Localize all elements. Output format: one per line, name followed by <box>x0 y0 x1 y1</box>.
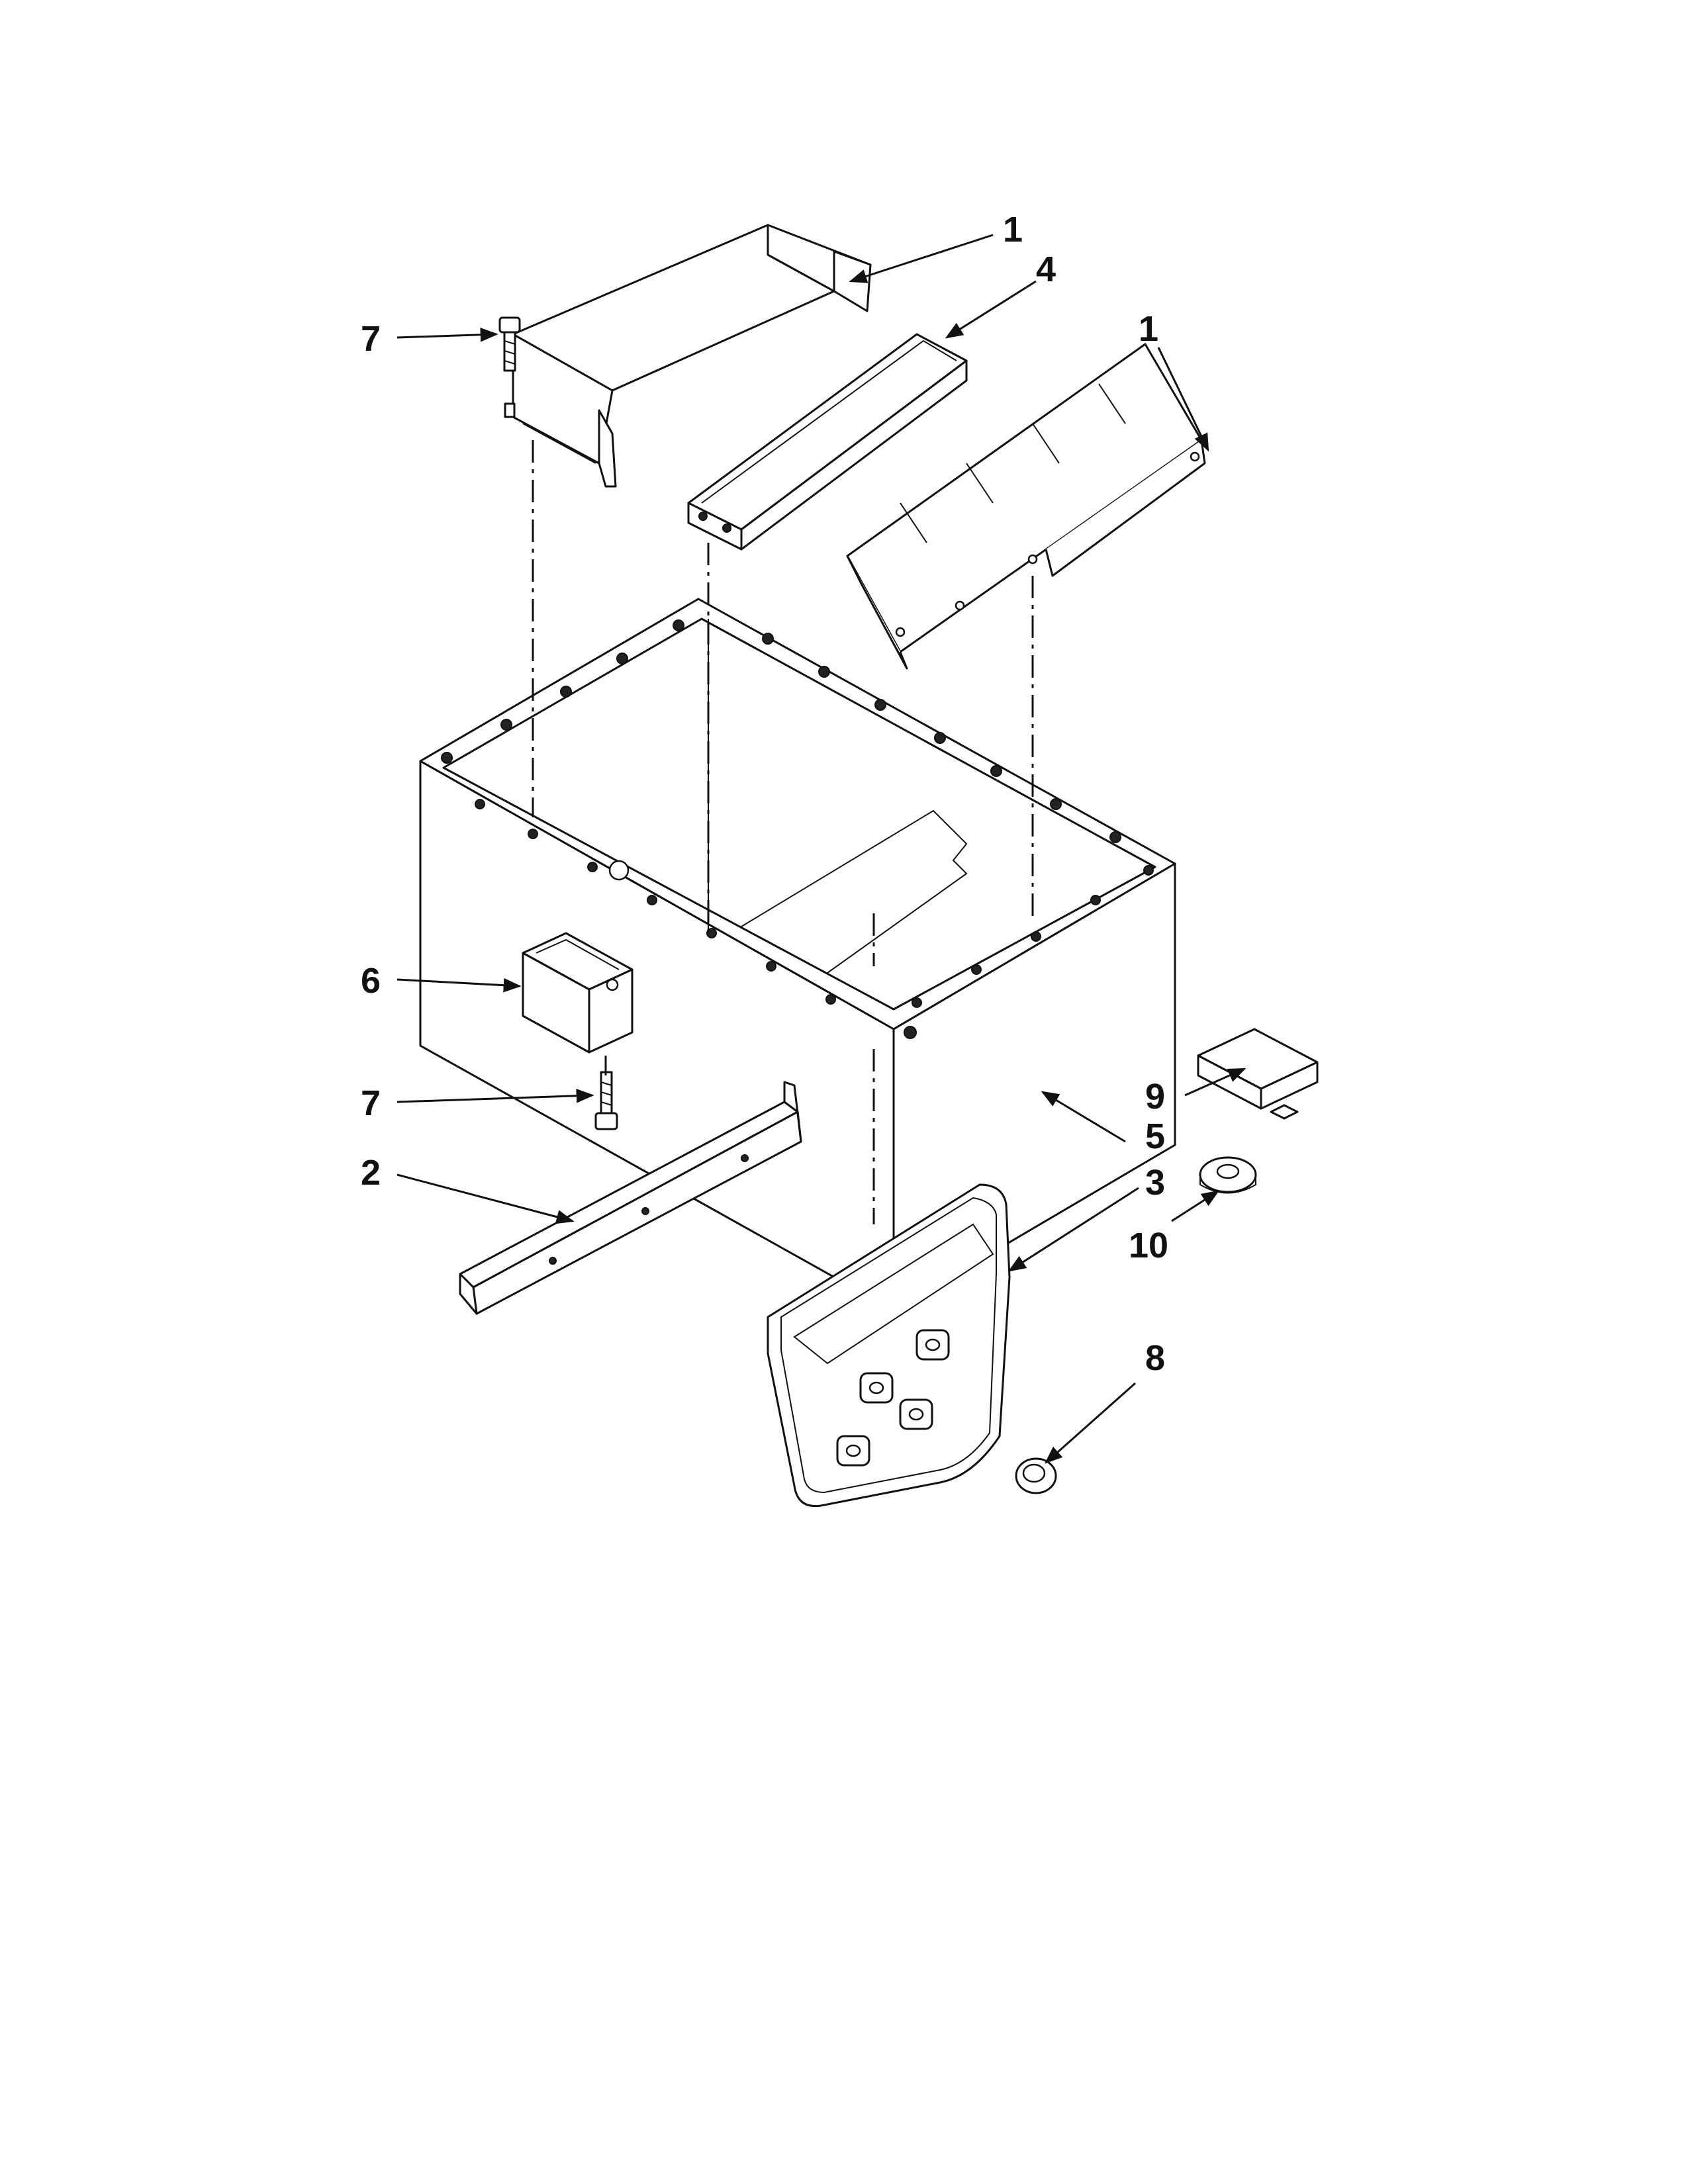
callout-4: 4 <box>1036 250 1056 289</box>
part-6-box <box>522 932 633 1054</box>
callout-labels: 1 4 1 7 6 7 2 9 5 3 10 8 <box>361 210 1168 1378</box>
part-1-upper-bracket <box>512 224 872 488</box>
part-10-washer <box>1199 1156 1257 1194</box>
callout-3: 3 <box>1145 1163 1165 1203</box>
part-7-screw-top <box>498 316 521 418</box>
cover-ports <box>836 1329 950 1467</box>
leader-lines <box>397 234 1246 1464</box>
part-3-cover <box>767 1183 1011 1508</box>
part-2-rail <box>459 1081 802 1315</box>
callout-7-top: 7 <box>361 319 381 359</box>
callout-5: 5 <box>1145 1116 1165 1156</box>
callout-8: 8 <box>1145 1338 1165 1378</box>
part-7-screw-lower <box>594 1071 618 1130</box>
callout-2: 2 <box>361 1153 381 1193</box>
callout-1-right: 1 <box>1139 309 1158 349</box>
callout-6: 6 <box>361 961 381 1001</box>
part-8-plug <box>1015 1457 1057 1494</box>
alignment-lines <box>532 440 1034 1224</box>
callout-9: 9 <box>1145 1077 1165 1116</box>
callout-10: 10 <box>1129 1226 1168 1265</box>
callout-7-lower: 7 <box>361 1083 381 1123</box>
part-1-right-bracket <box>846 343 1206 670</box>
callout-1-top: 1 <box>1003 210 1023 250</box>
part-9-module <box>1197 1028 1319 1120</box>
tray-holes <box>441 619 1154 1039</box>
part-4-channel <box>687 333 968 551</box>
